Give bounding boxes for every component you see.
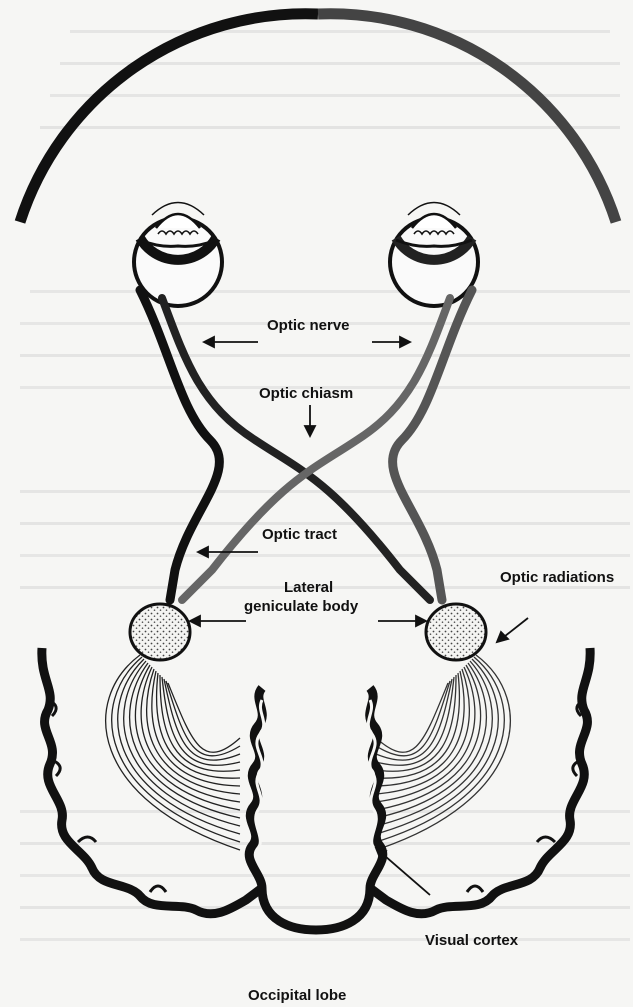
label-optic-chiasm: Optic chiasm — [259, 385, 353, 402]
left-lateral-geniculate-body — [130, 604, 190, 660]
label-geniculate-body: geniculate body — [244, 598, 359, 615]
label-visual-cortex: Visual cortex — [425, 932, 519, 949]
label-optic-nerve: Optic nerve — [267, 317, 350, 334]
label-optic-radiations: Optic radiations — [500, 569, 614, 586]
label-lateral: Lateral — [284, 579, 333, 596]
right-lateral-geniculate-body — [426, 604, 486, 660]
label-optic-tract: Optic tract — [262, 526, 337, 543]
label-occipital-lobe: Occipital lobe — [248, 987, 346, 1004]
